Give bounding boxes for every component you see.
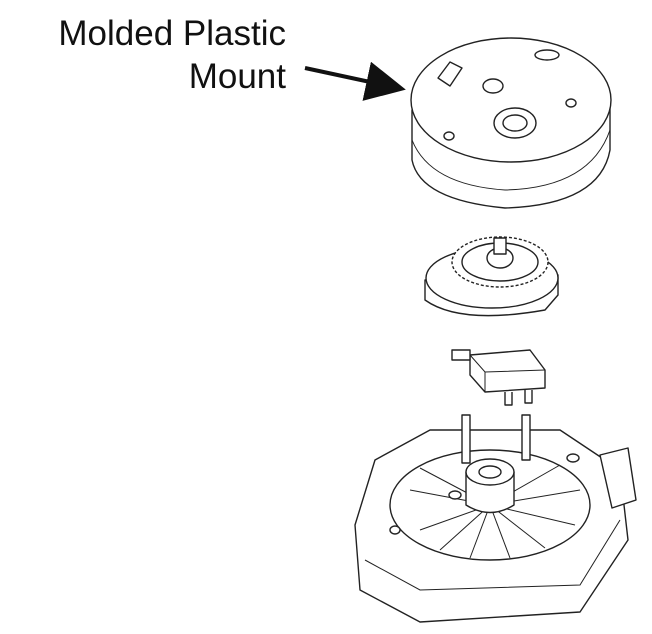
molded-plastic-mount [410,37,612,209]
callout-label-line1: Molded Plastic [58,14,286,53]
gear-cam [424,236,559,317]
callout-arrow [304,61,406,101]
micro-switch [451,349,546,406]
callout-label-line2: Mount [188,57,286,96]
motor-housing-base [354,414,637,623]
